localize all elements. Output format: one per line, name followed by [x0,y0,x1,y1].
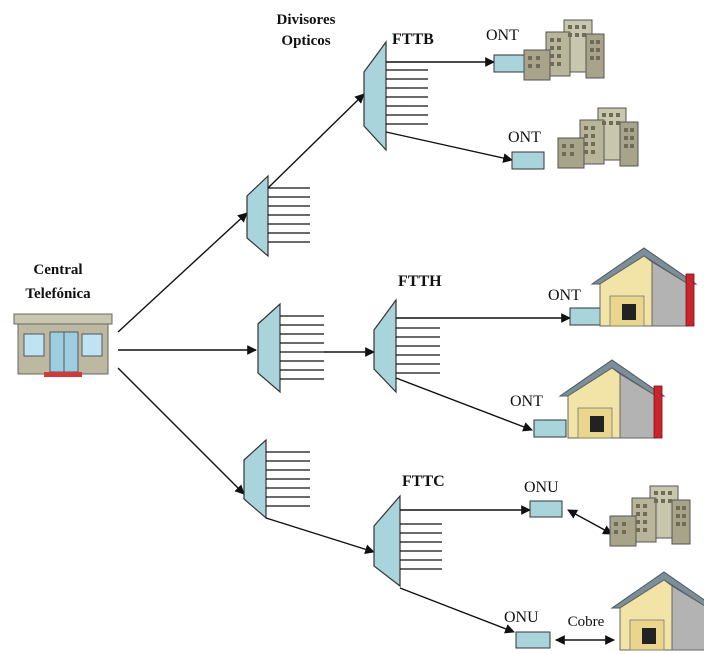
house-icon-3 [611,571,704,651]
splitters-title-line2: Opticos [281,33,330,49]
splitter-fttc [373,494,442,588]
branch-label-fttc: FTTC [402,473,445,490]
central-label-line1: Central [33,262,82,278]
onu-to-building-link [567,509,613,535]
link-to-fttb-splitter [267,93,365,189]
central-office-icon [13,313,113,377]
link-to-fttc-splitter [265,517,375,555]
splitter-level1-bottom [243,438,310,520]
house-icon-1 [591,247,697,327]
branch-label-ftth: FTTH [398,273,442,290]
office-building-icon-2 [557,107,639,169]
splitter-fttb [363,40,428,152]
splitters-title-line1: Divisores [277,12,336,28]
copper-link-label: Cobre [568,614,605,630]
ont-device-1 [493,54,527,73]
drop-ftth-2 [395,377,533,432]
feeder-arrow-bottom [117,367,245,495]
onu-label-2: ONU [504,609,539,626]
ont-device-2 [511,151,545,170]
feeder-arrow-top [117,212,248,333]
ont-label-3: ONT [548,287,581,304]
splitter-ftth [373,298,440,394]
office-building-icon-1 [523,19,605,81]
central-label-line2: Telefónica [25,286,91,302]
ont-device-3 [569,307,603,326]
drop-fttb-2 [385,131,513,163]
house-icon-2 [559,359,665,439]
drop-fttc-2 [399,587,515,634]
onu-device-2 [515,631,551,649]
ont-label-2: ONT [508,129,541,146]
branch-label-fttb: FTTB [392,31,434,48]
office-building-icon-3 [609,485,691,547]
splitter-level1-top [246,174,310,258]
splitter-level1-middle [257,302,324,394]
onu-label-1: ONU [524,479,559,496]
ont-device-4 [533,419,567,438]
ont-label-1: ONT [486,27,519,44]
ont-label-4: ONT [510,393,543,410]
onu-device-1 [529,500,563,518]
